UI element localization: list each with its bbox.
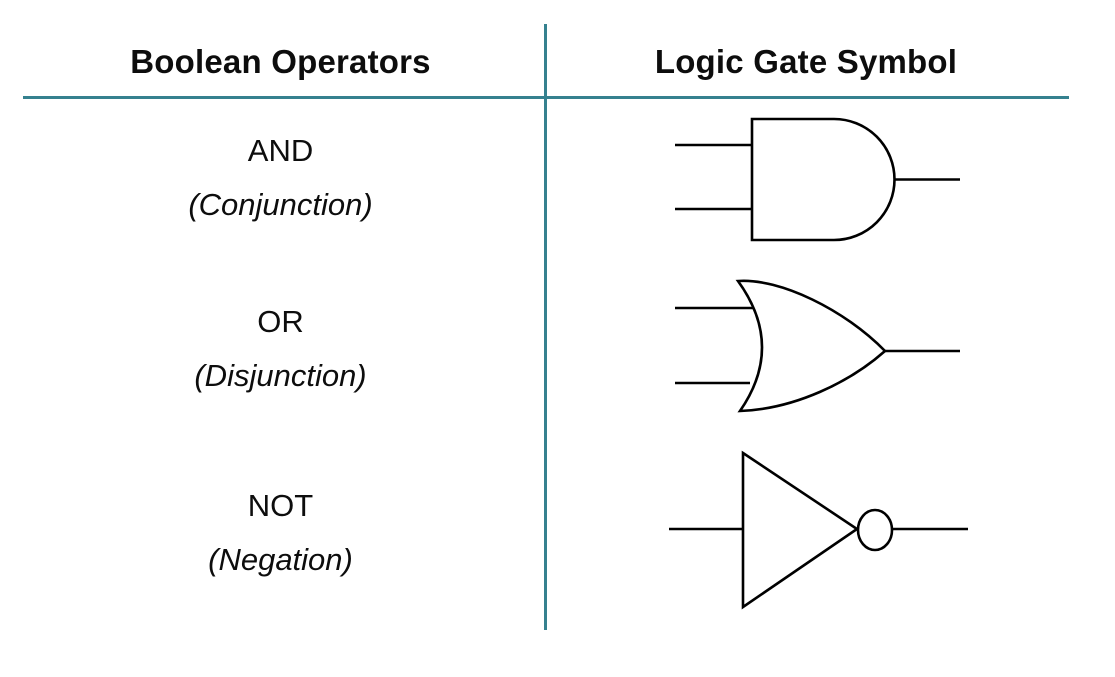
column-header-boolean-operators: Boolean Operators — [130, 43, 431, 80]
column-divider-line — [544, 24, 547, 630]
operator-name: NOT — [247, 488, 314, 523]
operator-name: AND — [247, 133, 314, 168]
and-gate-icon — [660, 95, 980, 255]
table-row-and-label: AND (Conjunction) — [8, 124, 553, 232]
column-header-logic-gate-symbol: Logic Gate Symbol — [654, 43, 958, 80]
table-row-not-label: NOT (Negation) — [8, 479, 553, 587]
table-row-or-label: OR (Disjunction) — [8, 295, 553, 403]
operator-term: (Disjunction) — [194, 358, 367, 393]
operator-term: (Conjunction) — [188, 187, 373, 222]
or-gate-icon — [655, 270, 975, 430]
not-gate-icon — [650, 445, 980, 615]
operator-name: OR — [257, 304, 304, 339]
operator-term: (Negation) — [208, 542, 353, 577]
